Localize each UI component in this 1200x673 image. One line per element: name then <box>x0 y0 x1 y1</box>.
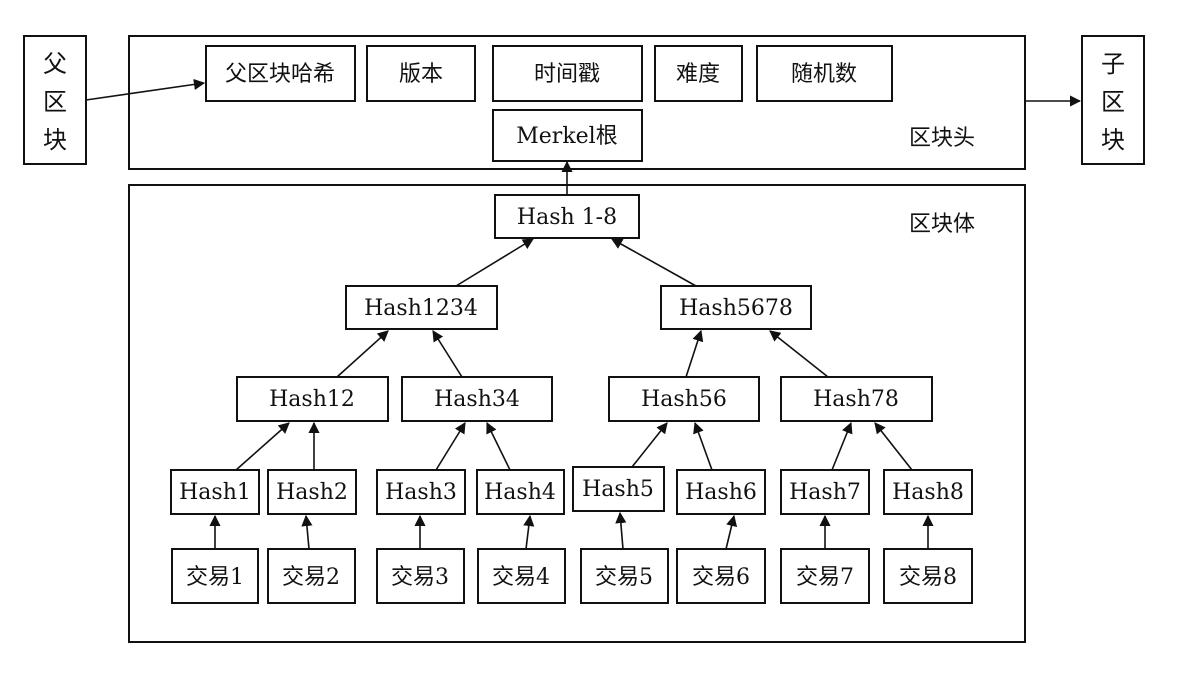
hash-node-label: Hash56 <box>641 387 727 412</box>
block-body: 区块体 Hash 1-8 Hash1234 Hash5678 Hash12 Ha… <box>128 184 1026 643</box>
hash-node-78: Hash78 <box>780 376 933 422</box>
transaction-label: 交易5 <box>595 565 653 590</box>
arrow-5-to-56 <box>631 422 668 468</box>
hash-leaf-label: Hash3 <box>385 480 457 505</box>
arrow-tx6-to-hash6 <box>725 514 738 550</box>
arrow-56-to-5678 <box>685 329 704 378</box>
arrow-parent-to-prev-hash <box>85 78 206 101</box>
arrow-7-to-78 <box>831 421 853 471</box>
prev-hash-field: 父区块哈希 <box>205 45 356 102</box>
arrow-1-to-12 <box>235 422 290 471</box>
transaction-7: 交易7 <box>780 548 870 604</box>
transaction-5: 交易5 <box>580 548 669 604</box>
hash-leaf-5: Hash5 <box>572 466 665 512</box>
child-block-char-1: 子 <box>1101 50 1125 78</box>
hash-leaf-label: Hash1 <box>179 480 251 505</box>
version-field: 版本 <box>366 45 476 102</box>
transaction-1: 交易1 <box>171 548 259 604</box>
hash-leaf-label: Hash6 <box>685 480 757 505</box>
hash-node-label: Hash5678 <box>679 296 793 321</box>
arrow-tx2-to-hash2 <box>301 514 313 550</box>
hash-node-label: Hash34 <box>434 387 520 412</box>
block-header-title: 区块头 <box>909 126 975 151</box>
prev-hash-label: 父区块哈希 <box>225 62 335 87</box>
hash-node-12: Hash12 <box>236 376 389 422</box>
nonce-label: 随机数 <box>791 62 857 87</box>
transaction-label: 交易6 <box>692 565 750 590</box>
arrow-1234-to-root <box>455 238 534 287</box>
transaction-label: 交易1 <box>186 565 244 590</box>
arrow-12-to-1234 <box>336 330 389 378</box>
arrow-6-to-56 <box>693 421 713 471</box>
transaction-4: 交易4 <box>477 548 566 604</box>
hash-node-label: Hash1234 <box>364 296 478 321</box>
hash-leaf-1: Hash1 <box>170 469 260 515</box>
block-header: 区块头 父区块哈希 版本 时间戳 难度 随机数 Merkel根 <box>128 35 1026 170</box>
timestamp-label: 时间戳 <box>534 62 600 87</box>
hash-node-1234: Hash1234 <box>345 285 498 330</box>
transaction-label: 交易4 <box>492 565 550 590</box>
timestamp-field: 时间戳 <box>492 45 643 102</box>
parent-block-char-2: 区 <box>43 88 67 116</box>
difficulty-label: 难度 <box>676 62 720 87</box>
transaction-2: 交易2 <box>267 548 356 604</box>
arrow-78-to-5678 <box>769 330 829 378</box>
hash-node-5678: Hash5678 <box>660 285 812 330</box>
hash-leaf-4: Hash4 <box>476 469 565 515</box>
merkle-root-label: Merkel根 <box>516 124 617 149</box>
arrow-8-to-78 <box>874 422 913 471</box>
parent-block-char-3: 块 <box>43 126 67 154</box>
arrow-5678-to-root <box>611 238 697 287</box>
difficulty-field: 难度 <box>654 45 743 102</box>
arrow-tx5-to-hash5 <box>615 511 627 550</box>
child-block-char-2: 区 <box>1101 88 1125 116</box>
transaction-label: 交易3 <box>391 565 449 590</box>
transaction-label: 交易2 <box>282 565 340 590</box>
parent-block-char-1: 父 <box>43 50 67 78</box>
transaction-3: 交易3 <box>376 548 465 604</box>
merkle-root-node: Hash 1-8 <box>494 194 640 239</box>
hash-leaf-8: Hash8 <box>883 469 973 515</box>
hash-leaf-label: Hash4 <box>484 480 556 505</box>
hash-leaf-label: Hash2 <box>276 480 348 505</box>
arrow-tx4-to-hash4 <box>523 514 535 550</box>
child-block-char-3: 块 <box>1101 126 1125 154</box>
transaction-8: 交易8 <box>883 548 973 604</box>
hash-node-56: Hash56 <box>608 376 760 422</box>
hash-leaf-label: Hash7 <box>789 480 861 505</box>
arrow-3-to-34 <box>435 422 466 471</box>
hash-leaf-2: Hash2 <box>267 469 357 515</box>
merkle-root-field: Merkel根 <box>492 109 643 162</box>
root-node-label: Hash 1-8 <box>517 205 617 230</box>
arrow-4-to-34 <box>486 421 511 471</box>
hash-leaf-7: Hash7 <box>780 469 870 515</box>
edges <box>85 78 1082 550</box>
hash-node-label: Hash78 <box>813 387 899 412</box>
block-body-title: 区块体 <box>909 212 975 237</box>
version-label: 版本 <box>399 62 443 87</box>
hash-leaf-label: Hash8 <box>892 480 964 505</box>
hash-node-label: Hash12 <box>269 387 355 412</box>
nonce-field: 随机数 <box>756 45 893 102</box>
hash-leaf-6: Hash6 <box>676 469 766 515</box>
child-block: 子 区 块 <box>1081 35 1145 165</box>
transaction-6: 交易6 <box>676 548 766 604</box>
parent-block: 父 区 块 <box>23 35 87 165</box>
transaction-label: 交易7 <box>796 565 854 590</box>
hash-node-34: Hash34 <box>401 376 553 422</box>
transaction-label: 交易8 <box>899 565 957 590</box>
hash-leaf-label: Hash5 <box>582 477 654 502</box>
hash-leaf-3: Hash3 <box>376 469 466 515</box>
arrow-34-to-1234 <box>432 330 463 378</box>
